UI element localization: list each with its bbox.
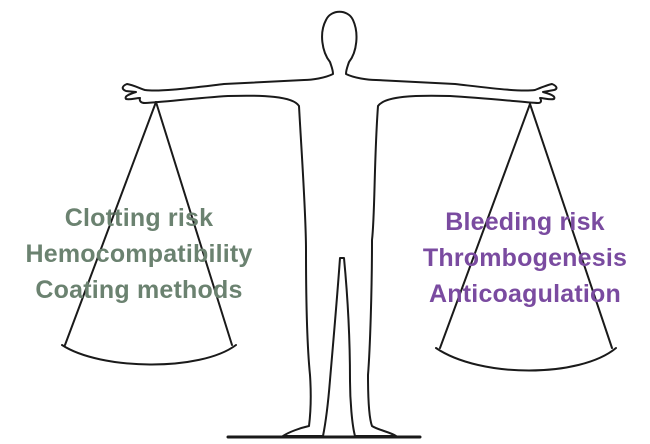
right-pan-line-2: Thrombogenesis <box>390 240 650 276</box>
left-pan-line-1: Clotting risk <box>4 200 274 236</box>
left-scale-pan <box>62 345 236 365</box>
left-pan-line-3: Coating methods <box>4 272 274 308</box>
left-pan-text: Clotting risk Hemocompatibility Coating … <box>4 200 274 308</box>
right-pan-line-1: Bleeding risk <box>390 204 650 240</box>
right-pan-line-3: Anticoagulation <box>390 276 650 312</box>
right-pan-text: Bleeding risk Thrombogenesis Anticoagula… <box>390 204 650 312</box>
left-pan-line-2: Hemocompatibility <box>4 236 274 272</box>
right-scale-pan <box>436 348 616 371</box>
